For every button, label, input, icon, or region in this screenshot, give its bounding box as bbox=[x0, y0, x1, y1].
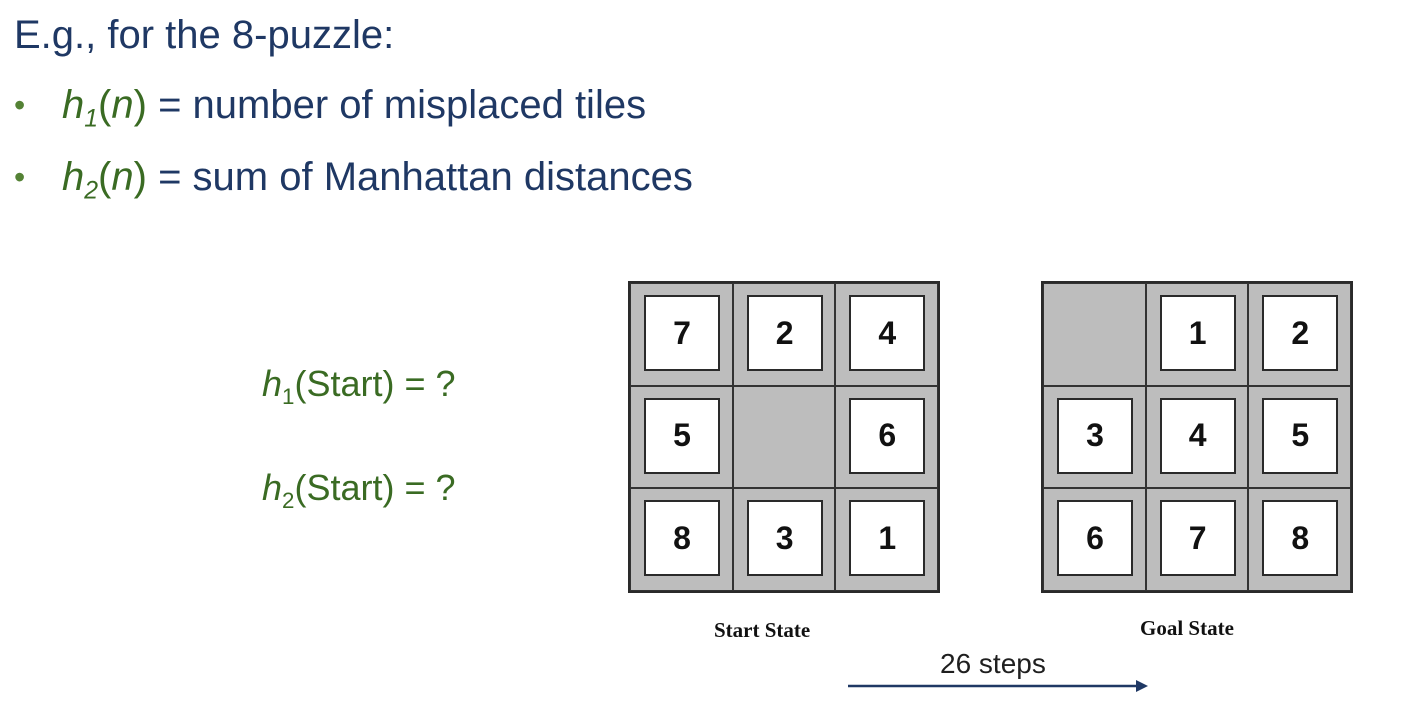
board-cell: 3 bbox=[732, 488, 836, 591]
board-cell: 8 bbox=[1248, 488, 1351, 591]
puzzle-tile: 3 bbox=[746, 500, 823, 577]
board-cell: 4 bbox=[835, 283, 938, 386]
bullet-dot-icon: • bbox=[14, 87, 26, 123]
puzzle-tile: 1 bbox=[849, 500, 926, 577]
right-arrow-icon bbox=[848, 680, 1148, 692]
fn-name: h bbox=[262, 363, 283, 404]
bullet-dot-icon: • bbox=[14, 159, 26, 195]
start-state-caption: Start State bbox=[714, 618, 811, 642]
fn-subscript: 2 bbox=[282, 487, 295, 513]
puzzle-tile: 2 bbox=[1262, 295, 1339, 371]
fn-subscript: 2 bbox=[84, 177, 99, 205]
fn-name: h bbox=[62, 155, 85, 199]
question-h1-start: h1(Start) = ? bbox=[262, 362, 456, 409]
board-cell: 7 bbox=[630, 283, 733, 386]
board-cell: 8 bbox=[630, 488, 733, 591]
fn-subscript: 1 bbox=[84, 105, 99, 133]
puzzle-tile: 8 bbox=[1262, 500, 1339, 577]
fn-name: h bbox=[262, 467, 283, 508]
goal-state-caption: Goal State bbox=[1140, 616, 1234, 640]
board-cell: 2 bbox=[732, 283, 836, 386]
puzzle-tile: 7 bbox=[1159, 500, 1236, 577]
board-cell: 3 bbox=[1043, 385, 1146, 489]
board-cell: 4 bbox=[1145, 385, 1249, 489]
bullet-text: = sum of Manhattan distances bbox=[146, 155, 693, 199]
board-cell: 6 bbox=[835, 385, 938, 489]
board-cell: 5 bbox=[630, 385, 733, 489]
puzzle-tile: 5 bbox=[1262, 397, 1339, 474]
fn-arg: n bbox=[111, 83, 134, 127]
fn-name: h bbox=[62, 83, 85, 127]
puzzle-tile: 6 bbox=[1057, 500, 1133, 577]
question-h2-start: h2(Start) = ? bbox=[262, 466, 456, 513]
blank-cell bbox=[1043, 283, 1146, 386]
puzzle-tile: 8 bbox=[644, 500, 720, 577]
heading: E.g., for the 8-puzzle: bbox=[14, 13, 395, 57]
board-cell: 7 bbox=[1145, 488, 1249, 591]
puzzle-tile: 6 bbox=[849, 397, 926, 474]
puzzle-tile: 3 bbox=[1057, 397, 1133, 474]
steps-label: 26 steps bbox=[940, 648, 1046, 679]
fn-subscript: 1 bbox=[282, 383, 295, 409]
board-cell: 1 bbox=[835, 488, 938, 591]
question-text: (Start) = ? bbox=[294, 363, 456, 404]
bullet-text: = number of misplaced tiles bbox=[146, 83, 647, 127]
puzzle-tile: 4 bbox=[849, 295, 926, 371]
puzzle-tile: 1 bbox=[1159, 295, 1236, 371]
blank-cell bbox=[732, 385, 836, 489]
bullet-h1: •h1(n) = number of misplaced tiles bbox=[14, 80, 647, 133]
bullet-h2: •h2(n) = sum of Manhattan distances bbox=[14, 152, 693, 205]
fn-arg: n bbox=[111, 155, 134, 199]
puzzle-tile: 2 bbox=[746, 295, 823, 371]
puzzle-tile: 4 bbox=[1159, 397, 1236, 474]
board-cell: 5 bbox=[1248, 385, 1351, 489]
board-cell: 2 bbox=[1248, 283, 1351, 386]
puzzle-tile: 5 bbox=[644, 397, 720, 474]
puzzle-tile: 7 bbox=[644, 295, 720, 371]
board-cell: 6 bbox=[1043, 488, 1146, 591]
board-cell: 1 bbox=[1145, 283, 1249, 386]
question-text: (Start) = ? bbox=[294, 467, 456, 508]
